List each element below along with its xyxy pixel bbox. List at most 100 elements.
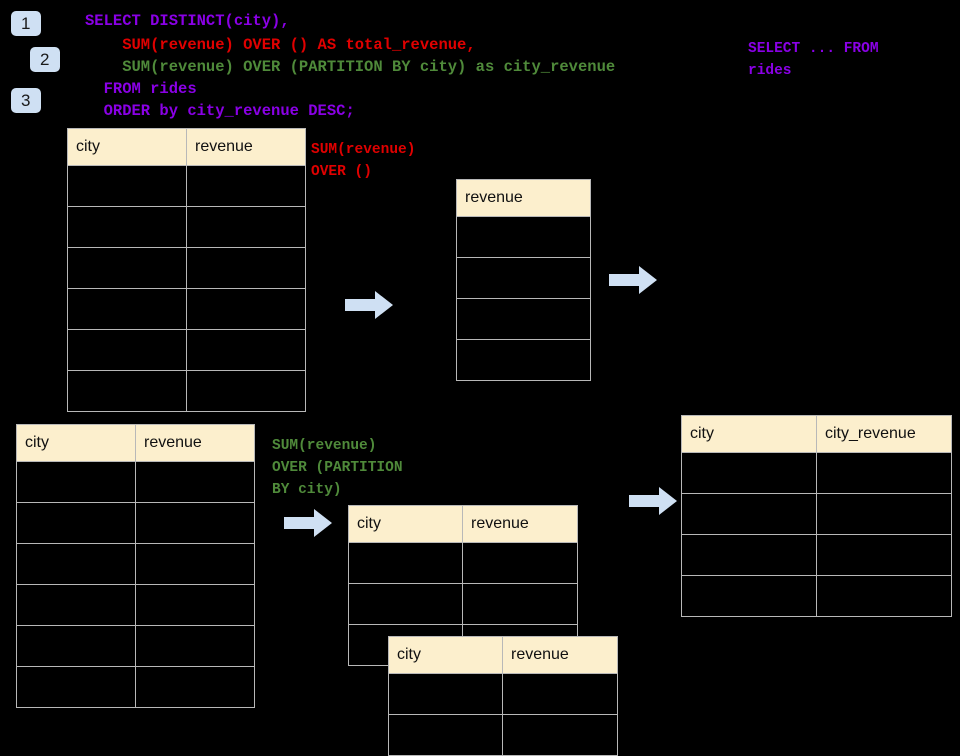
table-body [388, 673, 618, 756]
partition-group-table-front: city revenue [388, 636, 618, 756]
table-cell [388, 673, 503, 715]
table-cell [67, 370, 187, 412]
table-header-row: city revenue [348, 505, 578, 543]
table-cell [67, 247, 187, 289]
table-body [67, 165, 306, 412]
table-cell [186, 329, 306, 371]
table-cell [456, 298, 591, 340]
table-row [16, 502, 255, 544]
table-body [348, 542, 578, 666]
table-row [456, 339, 591, 381]
table-row [348, 542, 578, 584]
total-revenue-table: revenue [456, 179, 591, 381]
table-row [16, 543, 255, 585]
table-row [681, 575, 952, 617]
table-row [67, 329, 306, 371]
table-cell [16, 625, 136, 667]
column-header-revenue: revenue [186, 128, 306, 166]
table-row [67, 165, 306, 207]
table-row [67, 247, 306, 289]
sql-line-order-by: ORDER by city_revenue DESC; [85, 102, 355, 120]
sql-line-total-revenue: SUM(revenue) OVER () AS total_revenue, [85, 36, 476, 54]
column-header-revenue: revenue [135, 424, 255, 462]
table-cell [348, 542, 463, 584]
table-cell [681, 575, 817, 617]
table-row [681, 534, 952, 576]
table-cell [816, 452, 952, 494]
table-cell [16, 461, 136, 503]
table-cell [681, 534, 817, 576]
table-cell [135, 543, 255, 585]
sql-line-from-rides: FROM rides [85, 80, 197, 98]
table-row [16, 666, 255, 708]
step-badge-2: 2 [30, 47, 60, 72]
table-row [456, 298, 591, 340]
table-cell [816, 534, 952, 576]
arrow-partition-to-result [629, 487, 677, 515]
table-cell [186, 370, 306, 412]
table-cell [67, 288, 187, 330]
table-header-row: city revenue [16, 424, 255, 462]
table-cell [681, 493, 817, 535]
table-cell [16, 543, 136, 585]
table-cell [135, 502, 255, 544]
table-header-row: revenue [456, 179, 591, 217]
city-revenue-result-table: city city_revenue [681, 415, 952, 617]
step-badge-3: 3 [11, 88, 41, 113]
table-cell [456, 339, 591, 381]
sql-line-select-distinct: SELECT DISTINCT(city), [85, 12, 290, 30]
rides-source-table-top: city revenue [67, 128, 306, 412]
annotation-select-from-rides: SELECT ... FROM rides [748, 41, 879, 79]
table-cell [67, 165, 187, 207]
partition-group-table-back: city revenue [348, 505, 578, 666]
table-row [681, 493, 952, 535]
table-cell [16, 666, 136, 708]
table-row [67, 288, 306, 330]
arrow-source-to-total [345, 291, 393, 319]
table-row [388, 714, 618, 756]
table-cell [816, 575, 952, 617]
table-header-row: city revenue [388, 636, 618, 674]
diagram-canvas: 1 2 3 SELECT DISTINCT(city), SUM(revenue… [11, 11, 952, 756]
table-cell [462, 583, 578, 625]
table-cell [502, 673, 618, 715]
annotation-sum-over-empty: SUM(revenue) OVER () [311, 142, 416, 180]
column-header-city: city [67, 128, 187, 166]
table-cell [681, 452, 817, 494]
table-cell [456, 257, 591, 299]
arrow-source-to-partition [284, 509, 332, 537]
table-body [456, 216, 591, 381]
column-header-city-revenue: city_revenue [816, 415, 952, 453]
table-body [681, 452, 952, 617]
table-cell [67, 329, 187, 371]
table-row [348, 583, 578, 625]
sql-line-city-revenue: SUM(revenue) OVER (PARTITION BY city) as… [85, 58, 616, 76]
column-header-city: city [388, 636, 503, 674]
column-header-revenue: revenue [462, 505, 578, 543]
table-cell [348, 583, 463, 625]
table-cell [462, 542, 578, 584]
table-cell [135, 625, 255, 667]
table-row [388, 673, 618, 715]
table-cell [135, 584, 255, 626]
table-row [456, 216, 591, 258]
column-header-revenue: revenue [502, 636, 618, 674]
table-cell [16, 502, 136, 544]
table-cell [186, 288, 306, 330]
table-row [456, 257, 591, 299]
column-header-city: city [348, 505, 463, 543]
table-row [16, 461, 255, 503]
column-header-revenue: revenue [456, 179, 591, 217]
table-cell [67, 206, 187, 248]
table-row [681, 452, 952, 494]
table-cell [816, 493, 952, 535]
table-cell [456, 216, 591, 258]
table-row [67, 206, 306, 248]
arrow-total-to-result [609, 266, 657, 294]
table-cell [186, 206, 306, 248]
step-badge-1: 1 [11, 11, 41, 36]
table-cell [186, 165, 306, 207]
table-row [67, 370, 306, 412]
table-body [16, 461, 255, 708]
table-header-row: city city_revenue [681, 415, 952, 453]
